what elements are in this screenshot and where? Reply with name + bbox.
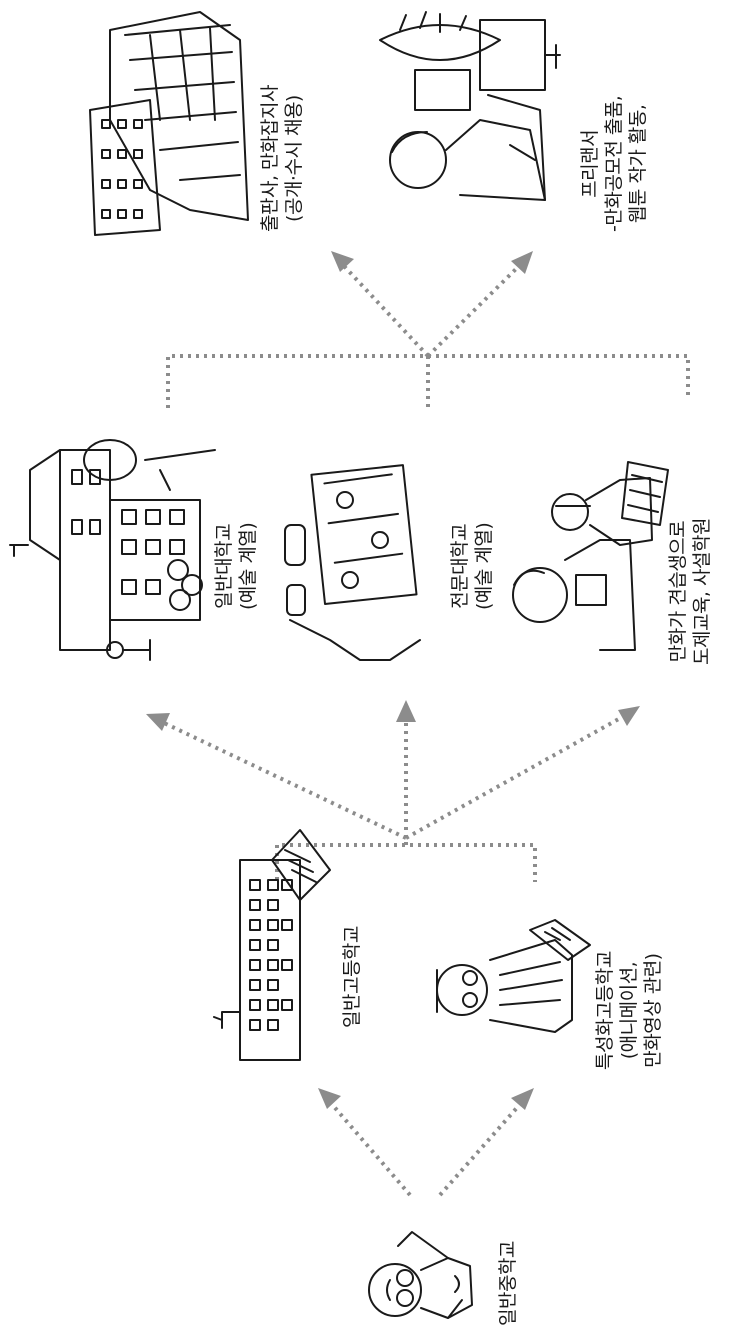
node-label-line: (애니메이션,	[617, 951, 641, 1070]
node-label-line: 도제교육, 사설학원	[690, 518, 714, 665]
node-general-high: 일반고등학교	[340, 926, 364, 1028]
node-special-high: 특성화고등학교 (애니메이션, 만화영상 관련)	[593, 951, 665, 1070]
node-label-line: 웹툰 작가 활동,	[626, 96, 650, 232]
node-label-line: 프리랜서	[578, 96, 602, 232]
node-label-line: 전문대학교	[448, 523, 472, 610]
node-label-line: 만화영상 관련)	[641, 951, 665, 1070]
node-label-line: 일반대학교	[212, 523, 236, 610]
node-freelancer: 프리랜서 -만화공모전 출품, 웹툰 작가 활동,	[578, 96, 650, 232]
node-label-line: 일반고등학교	[340, 926, 364, 1028]
node-label-line: (공개·수시 채용)	[282, 85, 306, 232]
node-university: 일반대학교 (예술 계열)	[212, 523, 260, 610]
node-label-line: 일반중학교	[496, 1241, 520, 1326]
node-label-line: 특성화고등학교	[593, 951, 617, 1070]
node-label-line: (예술 계열)	[236, 523, 260, 610]
node-label-line: 만화가 견습생으로	[666, 518, 690, 665]
node-apprentice: 만화가 견습생으로 도제교육, 사설학원	[666, 518, 714, 665]
node-college: 전문대학교 (예술 계열)	[448, 523, 496, 610]
node-label-line: (예술 계열)	[472, 523, 496, 610]
node-label-line: -만화공모전 출품,	[602, 96, 626, 232]
node-middle-school: 일반중학교	[496, 1241, 520, 1326]
node-publisher: 출판사, 만화잡지사 (공개·수시 채용)	[258, 85, 306, 232]
node-label-line: 출판사, 만화잡지사	[258, 85, 282, 232]
